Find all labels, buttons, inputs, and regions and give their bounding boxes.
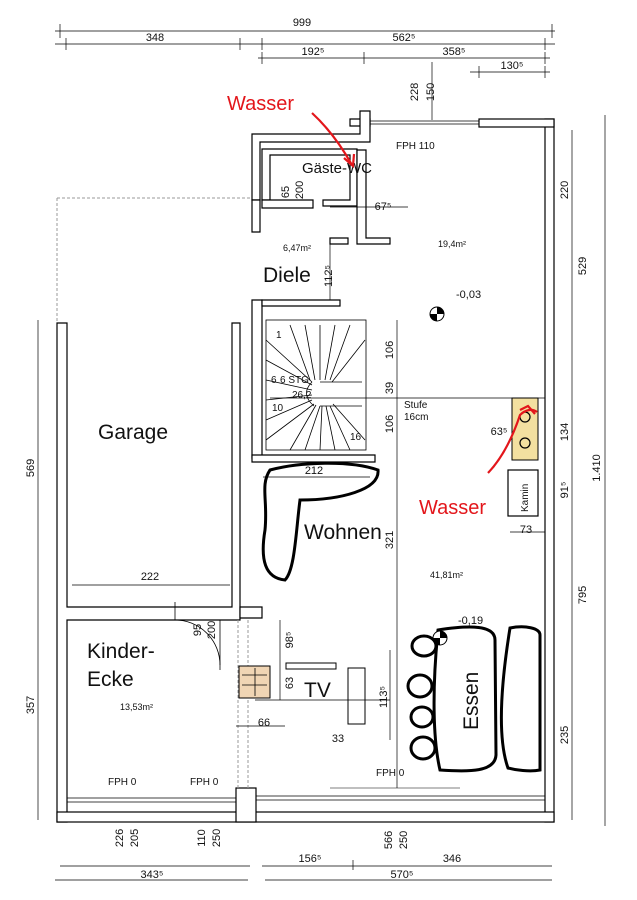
room-gaeste-wc-label: Gäste-WC bbox=[302, 160, 372, 177]
dim-right-635: 63⁵ bbox=[491, 426, 508, 438]
dim-right-1410: 1.410 bbox=[591, 454, 603, 482]
side-dimensions: 569 357 220 529 1.410 134 91⁵ 795 235 63… bbox=[25, 181, 603, 745]
dim-66: 66 bbox=[258, 717, 270, 729]
dim-wohnen-321: 321 bbox=[384, 531, 396, 549]
stair-label-stg: 6 STG bbox=[280, 375, 309, 386]
dim-right-915: 91⁵ bbox=[559, 482, 571, 499]
level-top: -0,03 bbox=[456, 289, 481, 301]
dim-stair-106b: 106 bbox=[384, 415, 396, 433]
tv-label: TV bbox=[304, 679, 331, 702]
dim-right-134: 134 bbox=[559, 423, 571, 441]
stair-step-1: 1 bbox=[276, 330, 282, 341]
top-dimensions: 999 348 562⁵ 192⁵ 358⁵ 130⁵ 228 150 bbox=[55, 17, 555, 120]
dim-top-348: 348 bbox=[146, 32, 164, 44]
dim-right-73: 73 bbox=[520, 524, 532, 536]
dim-bottom-1565: 156⁵ bbox=[299, 853, 322, 865]
dim-right-235: 235 bbox=[559, 726, 571, 744]
area-kinder: 13,53m² bbox=[120, 702, 153, 712]
garage-area bbox=[56, 197, 252, 823]
dim-wc-200: 200 bbox=[294, 181, 306, 199]
dim-v-228: 228 bbox=[409, 83, 421, 101]
dim-tv-985: 98⁵ bbox=[284, 632, 296, 649]
dim-bottom-250a: 250 bbox=[211, 829, 223, 847]
dim-essen-1135: 113⁵ bbox=[378, 686, 390, 708]
bottom-dimensions: 156⁵ 346 343⁵ 570⁵ 226 205 110 250 566 2… bbox=[55, 829, 552, 881]
fph-top-label: FPH 110 bbox=[396, 141, 435, 152]
room-kinder-label-1: Kinder- bbox=[87, 640, 155, 663]
dim-bottom-566: 566 bbox=[383, 831, 395, 849]
stair-step-10: 10 bbox=[272, 403, 284, 414]
stair-step-6: 6 bbox=[271, 375, 277, 386]
staircase: 1 6 10 16 6 STG 26,2 bbox=[265, 319, 367, 451]
dim-top-5625: 562⁵ bbox=[393, 32, 416, 44]
room-garage-label: Garage bbox=[98, 421, 168, 444]
area-main-top: 19,4m² bbox=[438, 239, 466, 249]
dim-right-795: 795 bbox=[577, 586, 589, 604]
red-annotations: Wasser Wasser bbox=[227, 93, 538, 519]
dim-top-1925: 192⁵ bbox=[302, 46, 325, 58]
dim-bottom-5705: 570⁵ bbox=[391, 869, 414, 881]
dim-door-200: 200 bbox=[206, 621, 218, 639]
fph-left-label-1: FPH 0 bbox=[108, 777, 137, 788]
fph-left-label-2: FPH 0 bbox=[190, 777, 219, 788]
room-labels: Gäste-WC Diele Garage Wohnen Kinder- Eck… bbox=[87, 141, 531, 788]
room-essen-label: Essen bbox=[460, 672, 483, 730]
room-kinder-label-2: Ecke bbox=[87, 668, 134, 691]
stair-label-riser: 26,2 bbox=[292, 390, 312, 401]
fph-bottom-label: FPH 0 bbox=[376, 768, 405, 779]
dim-stair-106a: 106 bbox=[384, 341, 396, 359]
stair-step-16: 16 bbox=[350, 432, 362, 443]
dim-stair-212: 212 bbox=[305, 465, 323, 477]
furniture bbox=[238, 662, 366, 725]
room-diele-label: Diele bbox=[263, 264, 311, 287]
area-wc: 6,47m² bbox=[283, 243, 311, 253]
dim-bottom-226: 226 bbox=[114, 829, 126, 847]
dim-v-150: 150 bbox=[425, 83, 437, 101]
dim-garage-222: 222 bbox=[141, 571, 159, 583]
dim-33: 33 bbox=[332, 733, 344, 745]
dim-bottom-110: 110 bbox=[196, 829, 208, 847]
dim-left-357: 357 bbox=[25, 696, 37, 714]
dim-tv-63: 63 bbox=[284, 677, 296, 689]
dim-wc-675: 67⁵ bbox=[375, 201, 392, 213]
dim-bottom-250b: 250 bbox=[398, 831, 410, 849]
dim-right-529: 529 bbox=[577, 257, 589, 275]
room-wohnen-label: Wohnen bbox=[304, 521, 382, 544]
dim-bottom-3435: 343⁵ bbox=[141, 869, 164, 881]
area-wohnen: 41,81m² bbox=[430, 570, 463, 580]
windows bbox=[67, 120, 545, 803]
dim-wc-65: 65 bbox=[280, 186, 292, 198]
dim-right-220: 220 bbox=[559, 181, 571, 199]
wasser-label-top: Wasser bbox=[227, 93, 294, 115]
stufe-label-1: Stufe bbox=[404, 400, 428, 411]
dim-diele-1125: 112⁵ bbox=[323, 265, 335, 287]
level-bottom: -0,19 bbox=[458, 615, 483, 627]
house-walls bbox=[56, 110, 555, 823]
dim-left-569: 569 bbox=[25, 459, 37, 477]
dim-stair-39: 39 bbox=[384, 382, 396, 394]
level-markers bbox=[429, 306, 448, 646]
dim-top-total: 999 bbox=[293, 17, 311, 29]
room-gaeste-wc-line: Gäste-WC bbox=[302, 160, 372, 177]
dim-top-1305: 130⁵ bbox=[501, 60, 524, 72]
kamin-label: Kamin bbox=[520, 484, 531, 512]
wasser-label-right: Wasser bbox=[419, 497, 486, 519]
dim-top-3585: 358⁵ bbox=[443, 46, 466, 58]
interior-dimensions bbox=[37, 115, 606, 826]
dim-bottom-205: 205 bbox=[129, 829, 141, 847]
freehand-sketches bbox=[261, 461, 542, 773]
dim-bottom-346: 346 bbox=[443, 853, 461, 865]
stufe-label-2: 16cm bbox=[404, 412, 428, 423]
dim-door-95: 95 bbox=[192, 624, 204, 636]
